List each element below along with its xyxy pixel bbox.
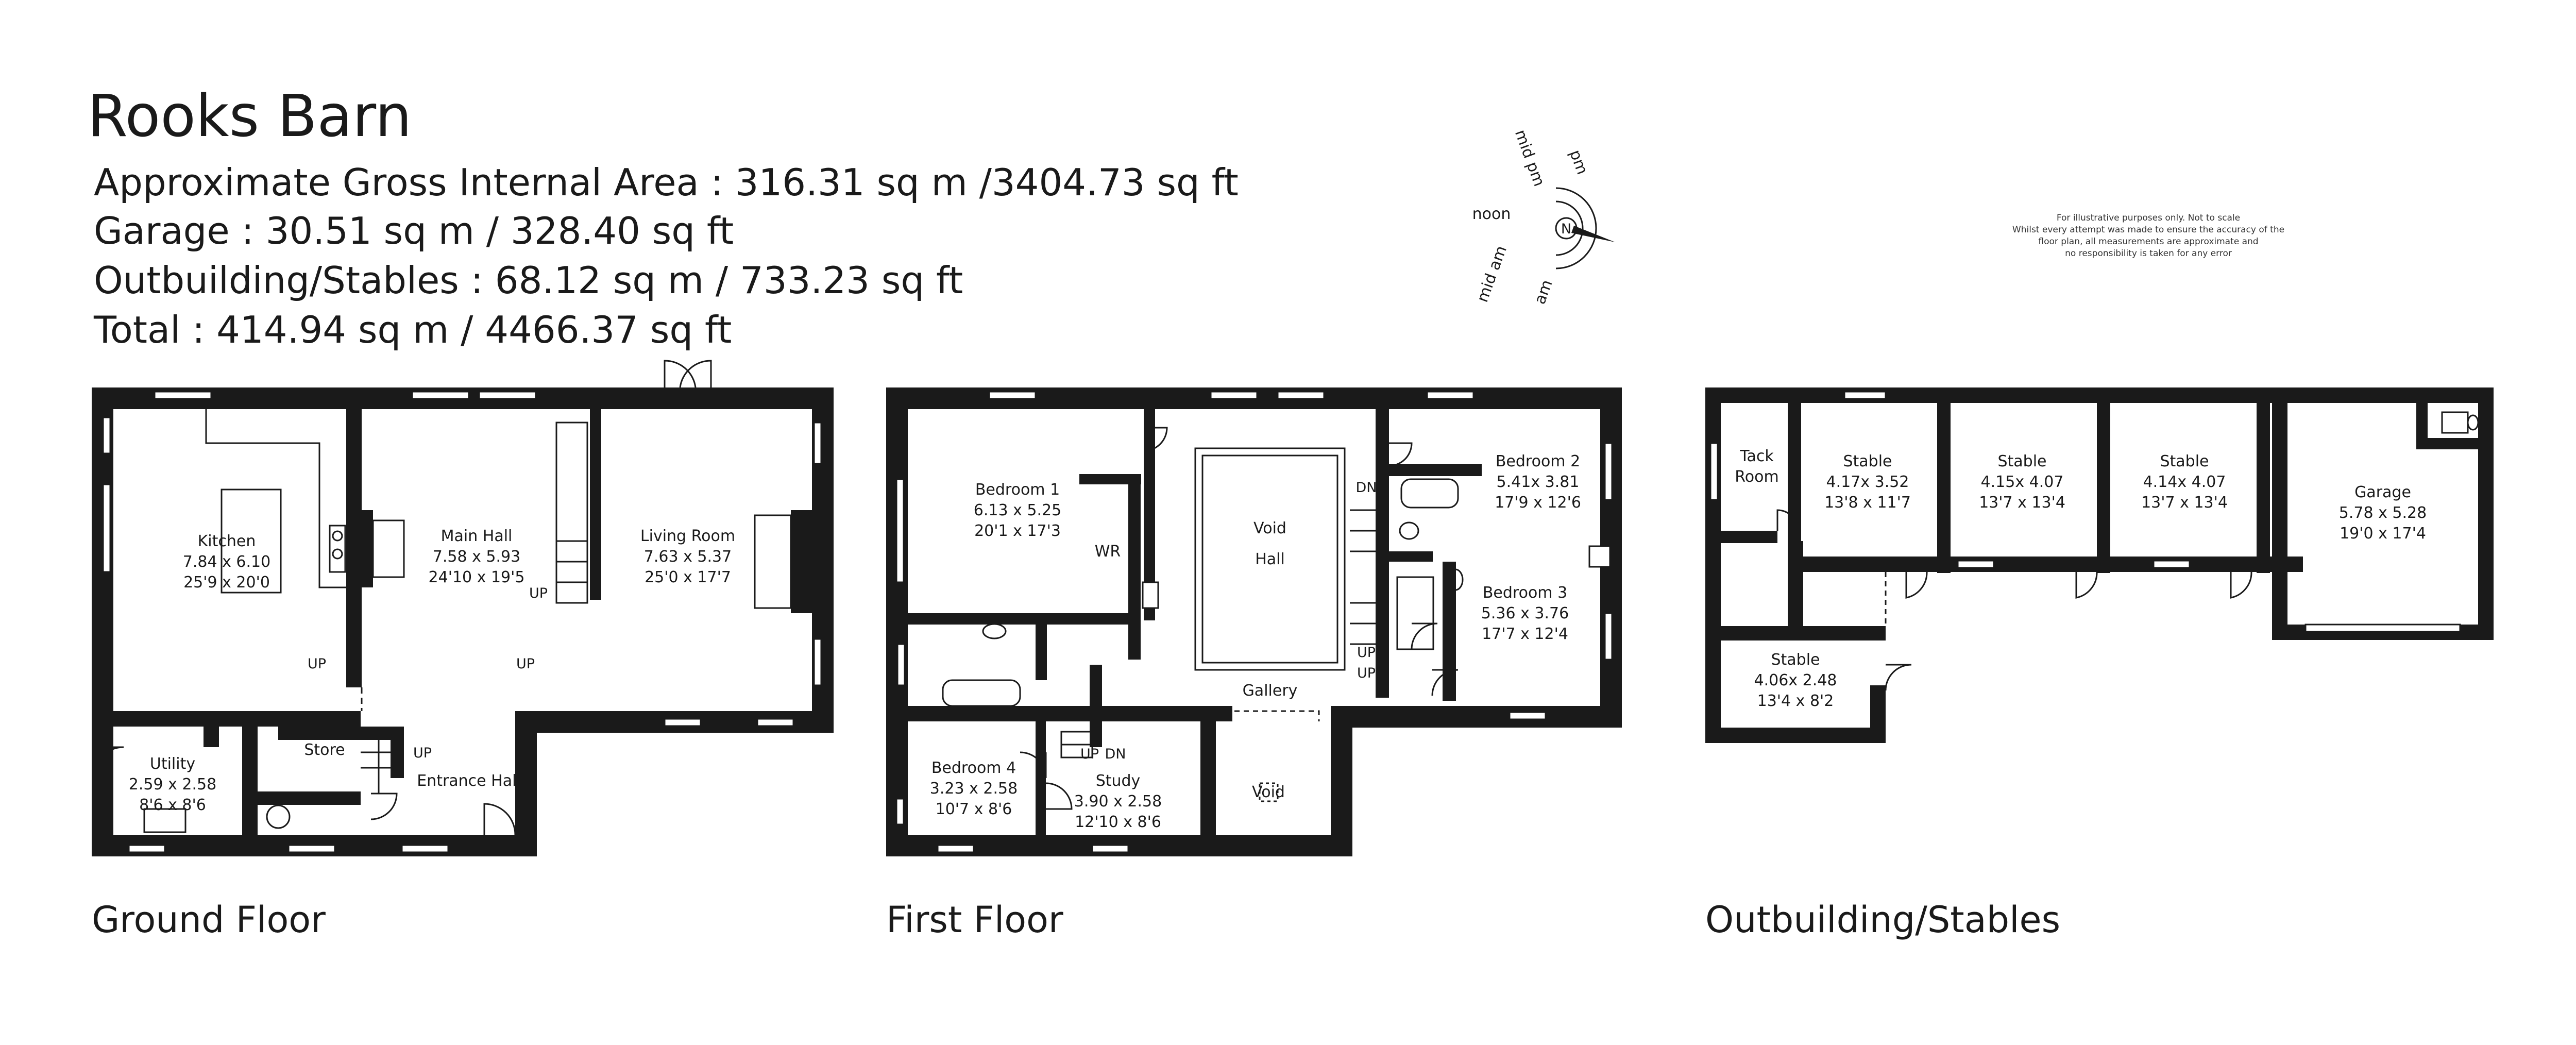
stair-up-label: UP — [516, 656, 535, 672]
compass-mid-am: mid am — [1473, 243, 1511, 305]
room-size-stable1-ft: 13'8 x 11'7 — [1824, 494, 1911, 512]
compass-arc — [1555, 187, 1597, 269]
room-name-entrance-hall: Entrance Hall — [417, 772, 521, 790]
room-size-stable2-m: 4.15x 4.07 — [1981, 473, 2064, 491]
stair-up-label: UP — [1357, 645, 1376, 661]
compass-pm: pm — [1566, 147, 1591, 177]
room-name-gallery: Gallery — [1243, 682, 1298, 700]
room-size-bedroom2-ft: 17'9 x 12'6 — [1495, 494, 1581, 512]
garage-area: Garage : 30.51 sq m / 328.40 sq ft — [94, 209, 734, 252]
room-name-stable4: Stable — [1771, 651, 1820, 669]
room-name-tack-room-1: Tack — [1739, 447, 1774, 465]
page-title: Rooks Barn — [88, 83, 412, 150]
stair-up-label: UP — [308, 656, 326, 672]
stair-dn-label: DN — [1105, 746, 1126, 762]
compass: N mid pm pm noon mid am am — [1472, 127, 1615, 307]
outbuilding-label: Outbuilding/Stables — [1705, 899, 2061, 941]
room-size-bedroom1-m: 6.13 x 5.25 — [974, 501, 1061, 519]
room-size-bedroom1-ft: 20'1 x 17'3 — [974, 522, 1061, 540]
room-name-store: Store — [304, 741, 345, 759]
room-name-hall: Hall — [1255, 550, 1285, 568]
room-size-main-hall-ft: 24'10 x 19'5 — [429, 568, 525, 586]
room-name-bedroom3: Bedroom 3 — [1483, 584, 1567, 602]
room-size-study-ft: 12'10 x 8'6 — [1075, 813, 1161, 831]
room-size-study-m: 3.90 x 2.58 — [1074, 793, 1162, 811]
room-size-living-room-m: 7.63 x 5.37 — [644, 548, 732, 566]
room-name-stable3: Stable — [2160, 452, 2209, 470]
room-size-kitchen-m: 7.84 x 6.10 — [183, 553, 270, 571]
stair-up-label: UP — [529, 585, 548, 601]
room-size-stable3-m: 4.14x 4.07 — [2143, 473, 2226, 491]
north-arrow-icon — [1571, 226, 1615, 242]
total-area: Total : 414.94 sq m / 4466.37 sq ft — [94, 308, 732, 351]
room-size-garage-m: 5.78 x 5.28 — [2339, 504, 2427, 522]
disclaimer-line: no responsibility is taken for any error — [2065, 248, 2232, 259]
disclaimer-line: Whilst every attempt was made to ensure … — [2012, 225, 2285, 235]
room-name-utility: Utility — [150, 755, 195, 773]
room-name-bedroom4: Bedroom 4 — [931, 759, 1016, 777]
outbuilding-plan: Tack Room Stable 4.17x 3.52 13'8 x 11'7 … — [1705, 387, 2494, 743]
ground-floor-label: Ground Floor — [92, 899, 326, 941]
compass-arc-inner — [1555, 200, 1584, 256]
room-name-wr: WR — [1095, 543, 1121, 561]
room-size-utility-ft: 8'6 x 8'6 — [139, 796, 206, 814]
room-size-stable3-ft: 13'7 x 13'4 — [2141, 494, 2228, 512]
outbuilding-area: Outbuilding/Stables : 68.12 sq m / 733.2… — [94, 259, 963, 302]
room-size-bedroom3-ft: 17'7 x 12'4 — [1482, 625, 1568, 643]
room-name-study: Study — [1096, 772, 1141, 790]
room-size-stable4-ft: 13'4 x 8'2 — [1757, 692, 1834, 710]
room-size-stable1-m: 4.17x 3.52 — [1826, 473, 1909, 491]
room-size-living-room-ft: 25'0 x 17'7 — [645, 568, 731, 586]
room-size-bedroom3-m: 5.36 x 3.76 — [1481, 604, 1569, 622]
disclaimer: For illustrative purposes only. Not to s… — [1984, 212, 2313, 260]
gross-internal-area: Approximate Gross Internal Area : 316.31… — [94, 161, 1239, 204]
room-name-void-2: Void — [1252, 783, 1285, 801]
room-size-stable4-m: 4.06x 2.48 — [1754, 671, 1837, 689]
patio-door-icon — [664, 360, 697, 388]
stair-up-label: UP — [1080, 746, 1099, 762]
disclaimer-line: floor plan, all measurements are approxi… — [2038, 237, 2259, 247]
compass-noon: noon — [1472, 205, 1511, 223]
disclaimer-line: For illustrative purposes only. Not to s… — [2056, 213, 2241, 223]
compass-north: N — [1561, 221, 1571, 237]
room-name-stable2: Stable — [1997, 452, 2046, 470]
ground-floor-plan: Kitchen 7.84 x 6.10 25'9 x 20'0 Main Hal… — [92, 360, 834, 856]
room-name-bedroom2: Bedroom 2 — [1496, 452, 1580, 470]
room-name-void: Void — [1253, 519, 1286, 537]
room-name-bedroom1: Bedroom 1 — [975, 481, 1060, 499]
room-name-kitchen: Kitchen — [198, 532, 256, 550]
room-size-bedroom2-m: 5.41x 3.81 — [1497, 473, 1580, 491]
stair-up-label: UP — [1357, 665, 1376, 681]
compass-am: am — [1531, 277, 1556, 307]
room-size-bedroom4-ft: 10'7 x 8'6 — [936, 800, 1012, 818]
room-size-utility-m: 2.59 x 2.58 — [129, 776, 216, 794]
stair-dn-label: DN — [1356, 480, 1377, 496]
room-size-stable2-ft: 13'7 x 13'4 — [1979, 494, 2065, 512]
compass-mid-pm: mid pm — [1511, 127, 1548, 189]
room-name-stable1: Stable — [1843, 452, 1892, 470]
room-size-bedroom4-m: 3.23 x 2.58 — [930, 780, 1018, 798]
room-name-main-hall: Main Hall — [441, 527, 513, 545]
room-size-garage-ft: 19'0 x 17'4 — [2340, 525, 2426, 543]
room-name-living-room: Living Room — [640, 527, 735, 545]
first-floor-plan: Bedroom 1 6.13 x 5.25 20'1 x 17'3 WR Voi… — [886, 387, 1622, 856]
stair-up-label: UP — [413, 745, 432, 761]
first-floor-label: First Floor — [886, 899, 1063, 941]
room-name-garage: Garage — [2354, 483, 2411, 501]
room-name-tack-room-2: Room — [1735, 468, 1778, 486]
room-size-main-hall-m: 7.58 x 5.93 — [433, 548, 520, 566]
room-size-kitchen-ft: 25'9 x 20'0 — [183, 574, 270, 592]
